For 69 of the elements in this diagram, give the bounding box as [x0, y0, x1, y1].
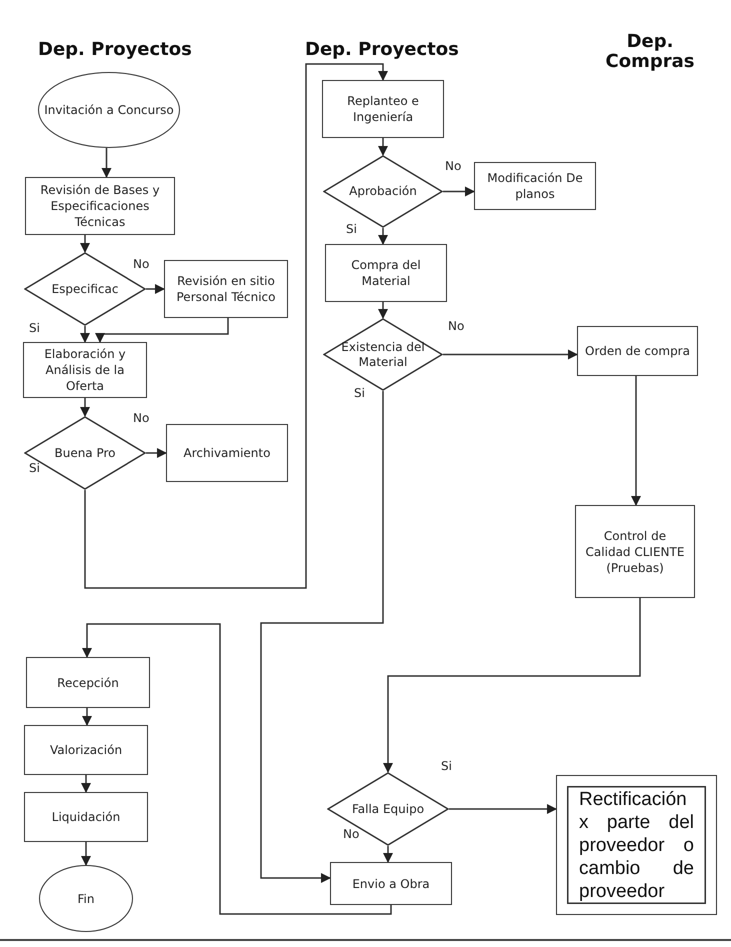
- step-label: Envio a Obra: [351, 876, 431, 892]
- arrow: [443, 350, 578, 360]
- arrow: [81, 842, 91, 866]
- process-box: [166, 424, 288, 482]
- lane-heading: Dep. Proyectos: [38, 40, 192, 60]
- edge-label: Si: [28, 322, 41, 334]
- step-label: Modificación De planos: [486, 170, 584, 202]
- step-label: Existencia del Material: [340, 340, 426, 370]
- lane-heading: Dep. Compras: [604, 32, 696, 72]
- arrow: [84, 63, 388, 589]
- arrow: [82, 708, 92, 726]
- arrow: [146, 448, 167, 458]
- step-label: Especificac: [50, 282, 120, 296]
- edge-label: No: [444, 160, 462, 172]
- arrow: [260, 391, 384, 883]
- arrow: [102, 148, 112, 178]
- arrow: [146, 284, 165, 294]
- step-label: Elaboración y Análisis de la Oferta: [43, 346, 127, 394]
- edge-label: Si: [28, 462, 41, 474]
- arrow: [80, 235, 90, 253]
- edge-label: Si: [353, 387, 366, 399]
- step-label: Archivamiento: [182, 445, 272, 461]
- step-label: Fin: [76, 890, 96, 906]
- step-label: Valorización: [48, 742, 124, 758]
- process-box: [164, 260, 288, 318]
- process-box: [26, 657, 150, 708]
- process-box: [577, 326, 698, 376]
- step-label: Buena Pro: [53, 446, 117, 460]
- edge-label: Si: [440, 760, 453, 772]
- arrow: [81, 775, 91, 793]
- step-label: Orden de compra: [584, 343, 691, 359]
- decision-diamond: [327, 772, 449, 846]
- arrow: [95, 318, 229, 343]
- process-box: [575, 505, 695, 598]
- edge-label: No: [447, 320, 466, 332]
- step-label: Control de Calidad CLIENTE (Pruebas): [584, 528, 686, 576]
- process-box: [23, 342, 147, 398]
- step-label: Recepción: [56, 674, 120, 690]
- process-box: [474, 162, 596, 210]
- process-box: [24, 725, 148, 775]
- process-box: [556, 775, 717, 915]
- step-label: Falla Equipo: [350, 802, 426, 816]
- process-box: [330, 862, 452, 905]
- step-label: Invitación a Concurso: [43, 102, 175, 118]
- arrow: [378, 228, 388, 245]
- arrow: [443, 186, 475, 196]
- process-box: [322, 80, 444, 138]
- arrow: [378, 302, 388, 319]
- lane-heading: Dep. Proyectos: [305, 40, 459, 60]
- arrow: [378, 138, 388, 156]
- process-box: [25, 177, 175, 235]
- step-label: Rectificación x parte del proveedor o cambio de proveedor: [578, 788, 695, 902]
- arrow: [383, 598, 641, 773]
- step-label: Compra del Material: [350, 257, 422, 289]
- arrow: [631, 376, 641, 506]
- process-box: [325, 244, 447, 302]
- step-label: Aprobación: [348, 184, 418, 199]
- arrow: [449, 804, 557, 814]
- arrow: [80, 398, 90, 417]
- arrow: [383, 846, 393, 863]
- step-label: Revisión en sitio Personal Técnico: [176, 273, 276, 305]
- arrow: [82, 623, 392, 915]
- process-box: [24, 792, 148, 842]
- step-label: Liquidación: [50, 809, 122, 825]
- step-label: Replanteo e Ingeniería: [346, 93, 420, 125]
- step-label: Revisión de Bases y Especificaciones Técnicas: [39, 182, 161, 230]
- arrow: [80, 326, 90, 343]
- edge-label: No: [132, 412, 150, 424]
- edge-label: No: [342, 828, 360, 840]
